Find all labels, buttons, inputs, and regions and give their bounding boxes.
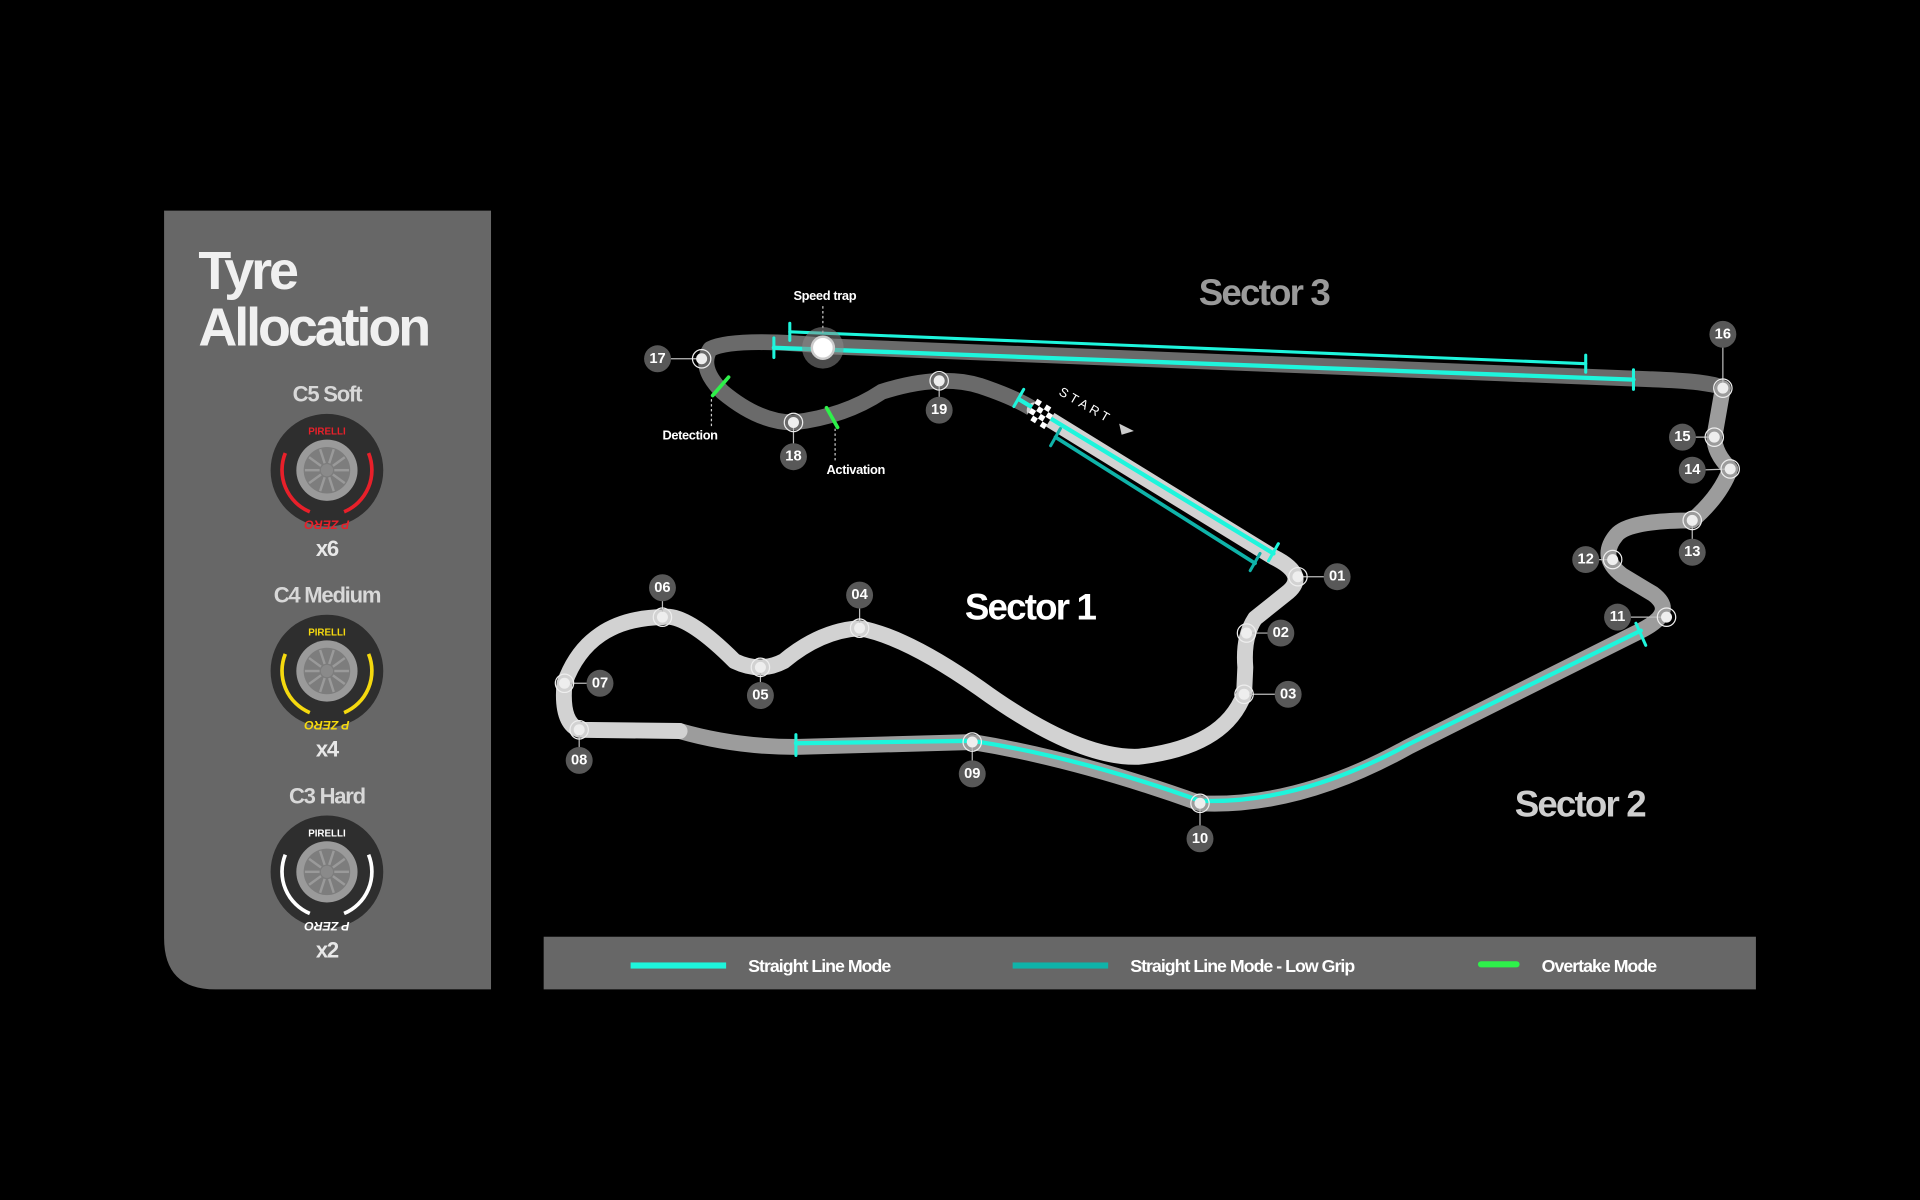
corner-01: 01 (1288, 563, 1351, 591)
corner-number: 04 (851, 587, 868, 603)
activation-marker: Activation (827, 428, 886, 477)
tyre-icon: PIRELLI P ZERO (270, 815, 384, 933)
corner-number: 13 (1684, 544, 1700, 560)
tyre-name: C4 Medium (274, 582, 381, 607)
corner-15: 15 (1668, 423, 1725, 451)
corner-number: 14 (1684, 462, 1701, 478)
sector-1-label: Sector 1 (965, 587, 1097, 628)
legend-label-straight-line-mode: Straight Line Mode (748, 956, 891, 976)
corner-number: 16 (1715, 326, 1731, 342)
legend-swatch-low-grip (1012, 962, 1109, 969)
panel-title-line2: Allocation (198, 297, 428, 357)
corner-03: 03 (1234, 680, 1302, 708)
detection-label: Detection (662, 428, 718, 443)
sector-2-label: Sector 2 (1515, 784, 1646, 825)
speed-trap-label: Speed trap (793, 288, 856, 303)
corner-10: 10 (1186, 793, 1214, 853)
corner-05: 05 (746, 657, 774, 709)
tyre-icon: PIRELLI P ZERO (270, 614, 384, 732)
corner-08: 08 (565, 720, 593, 774)
tyre-count: x2 (316, 938, 339, 963)
corner-number: 15 (1674, 429, 1690, 445)
tyre-brand: PIRELLI (308, 628, 346, 639)
legend-label-overtake-mode: Overtake Mode (1542, 956, 1658, 976)
corner-number: 18 (785, 449, 801, 465)
overtake-mode-markers (710, 375, 840, 430)
corner-number: 17 (649, 351, 665, 367)
legend-label-low-grip: Straight Line Mode - Low Grip (1130, 956, 1355, 976)
tyre-sidewall: P ZERO (304, 517, 350, 531)
corner-number: 09 (964, 766, 980, 782)
direction-arrow-icon (1119, 423, 1134, 435)
corner-14: 14 (1678, 456, 1740, 484)
corner-number: 10 (1192, 831, 1208, 847)
tyre-sidewall: P ZERO (304, 718, 350, 732)
corner-13: 13 (1678, 510, 1706, 566)
corner-06: 06 (648, 574, 676, 627)
start-line: START (1025, 384, 1134, 435)
corner-04: 04 (846, 581, 874, 638)
corner-number: 08 (571, 752, 587, 768)
track-sector-3 (698, 334, 1731, 431)
legend-swatch-straight-line-mode (630, 962, 727, 969)
corner-markers: 01 02 03 04 05 06 07 08 09 10 11 12 13 14 15 16 17 18 19 (554, 320, 1740, 853)
corner-number: 05 (752, 688, 768, 704)
track-sector-1 (555, 402, 1304, 765)
corner-18: 18 (780, 412, 807, 471)
corner-number: 07 (592, 675, 608, 691)
corner-12: 12 (1572, 546, 1623, 574)
corner-11: 11 (1604, 603, 1677, 631)
activation-label: Activation (827, 462, 886, 477)
tyre-name: C5 Soft (293, 382, 363, 407)
tyre-name: C3 Hard (289, 783, 365, 808)
corner-17: 17 (644, 345, 712, 373)
corner-number: 19 (931, 402, 947, 418)
tyre-sidewall: P ZERO (304, 919, 350, 933)
corner-number: 03 (1280, 686, 1296, 702)
corner-07: 07 (554, 669, 614, 697)
circuit-map (555, 321, 1739, 812)
legend: Straight Line Mode Straight Line Mode - … (543, 936, 1756, 990)
corner-19: 19 (925, 371, 953, 424)
corner-number: 06 (654, 580, 670, 596)
corner-16: 16 (1709, 320, 1737, 398)
detection-marker: Detection (662, 399, 719, 443)
corner-number: 11 (1610, 609, 1626, 625)
corner-number: 01 (1329, 569, 1345, 585)
tyre-brand: PIRELLI (308, 427, 346, 438)
legend-swatch-overtake-mode (1477, 961, 1520, 968)
speed-trap-marker: Speed trap (793, 288, 857, 369)
corner-09: 09 (958, 732, 986, 788)
corner-number: 12 (1578, 552, 1594, 568)
straight-line-mode-low-grip-zone (1049, 427, 1262, 573)
panel-title-line1: Tyre (198, 241, 298, 301)
tyre-brand: PIRELLI (308, 828, 346, 839)
tyre-icon: PIRELLI P ZERO (270, 413, 384, 531)
tyre-count: x6 (316, 536, 339, 561)
tyre-count: x4 (316, 737, 340, 762)
corner-02: 02 (1236, 619, 1295, 647)
chequered-flag-icon (1025, 398, 1057, 430)
corner-number: 02 (1273, 625, 1289, 641)
sector-3-label: Sector 3 (1199, 272, 1331, 313)
